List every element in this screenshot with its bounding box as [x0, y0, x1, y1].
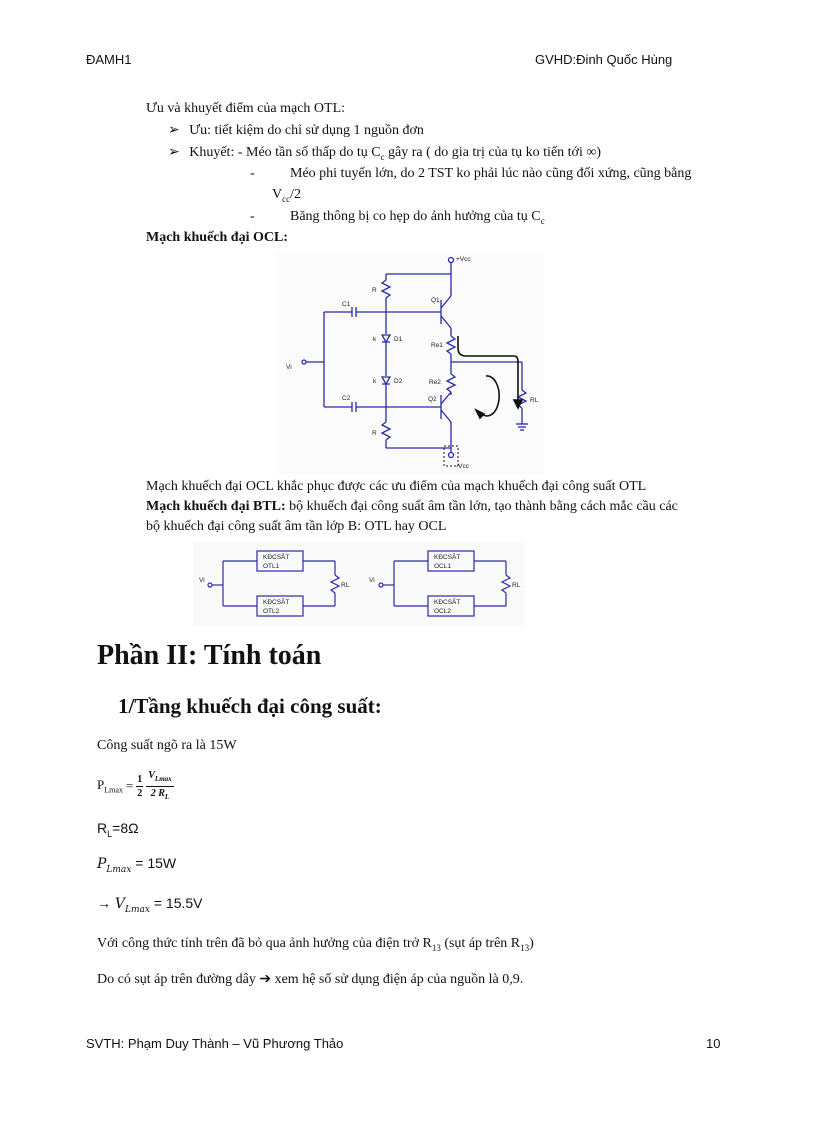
- label-d2: D2: [394, 378, 403, 385]
- label-q1: Q1: [431, 297, 440, 304]
- arrow-bullet-icon: ➢: [168, 145, 180, 160]
- header-left: ĐAMH1: [86, 52, 132, 67]
- dash-bullet: -: [250, 209, 255, 224]
- box-otl2-line2: OTL2: [263, 608, 280, 615]
- formula-equals: =: [125, 778, 134, 793]
- label-k1: k: [373, 336, 377, 343]
- arrow-right-icon: ➔: [259, 972, 272, 987]
- label-vcc-pos: +Vcc: [456, 256, 471, 263]
- btl-bridge-diagram: Vi RL Vi RL KĐCSÂT OTL1 KĐCSÂT OTL2 KĐCS…: [193, 542, 525, 626]
- box-otl1-line1: KĐCSÂT: [263, 552, 289, 561]
- formula-note: Với công thức tính trên đã bỏ qua ảnh hư…: [97, 936, 534, 953]
- fraction-v-over-r: VLmax 2 RL: [146, 769, 174, 801]
- ocl-circuit-diagram: +Vcc -Vcc Q1 Q2 C1 C2 R R D1 D2 k k Re1 …: [276, 252, 544, 474]
- fraction-half: 1 2: [136, 773, 144, 799]
- otl-sub1-line1: Méo phi tuyến lớn, do 2 TST ko phải lúc …: [290, 166, 692, 181]
- label-c1: C1: [342, 301, 351, 308]
- label-q2: Q2: [428, 396, 437, 403]
- box-ocl2-line2: OCL2: [434, 608, 451, 615]
- btl-desc-line1: bộ khuếch đại công suất âm tần lớn, tạo …: [285, 499, 678, 514]
- label-d1: D1: [394, 336, 403, 343]
- otl-sub2: Băng thông bị co hẹp do ảnh hưởng của tụ…: [290, 209, 545, 226]
- pl-value: PLmax = 15W: [97, 855, 177, 875]
- label-r-bottom: R: [372, 430, 377, 437]
- otl-pro-item: ➢ Ưu: tiết kiệm do chỉ sử dụng 1 nguồn đ…: [168, 122, 424, 139]
- ocl-title: Mạch khuếch đại OCL:: [146, 230, 288, 245]
- rl-value: RL=8Ω: [97, 820, 139, 839]
- label-re2: Re2: [429, 379, 441, 386]
- formula-lhs: PLmax: [97, 777, 123, 795]
- otl-con-item: ➢ Khuyết: - Méo tần số thấp do tụ Cc gây…: [168, 144, 601, 162]
- box-otl1-line2: OTL1: [263, 563, 280, 570]
- current-path-arrow: [457, 336, 524, 420]
- otl-sub1-line2: Vcc/2: [272, 187, 302, 204]
- arrow-right-icon: →: [97, 895, 115, 911]
- box-ocl1-line2: OCL1: [434, 563, 451, 570]
- output-power-text: Công suất ngõ ra là 15W: [97, 738, 237, 753]
- otl-con-text: Khuyết: - Méo tần số thấp do tụ Cc gây r…: [189, 145, 601, 162]
- btl-title: Mạch khuếch đại BTL:: [146, 499, 286, 514]
- voltage-drop-note: Do có sụt áp trên đường dây ➔ xem hệ số …: [97, 972, 524, 987]
- ocl-description: Mạch khuếch đại OCL khắc phục được các ư…: [146, 479, 647, 494]
- section-title: Phần II: Tính toán: [97, 640, 322, 671]
- dash-bullet: -: [250, 166, 255, 181]
- subsection-title: 1/Tầng khuếch đại công suất:: [118, 694, 382, 718]
- label-k2: k: [373, 378, 377, 385]
- header-right: GVHD:Đinh Quốc Hùng: [535, 52, 673, 67]
- label-vi: Vi: [286, 364, 292, 371]
- power-formula: PLmax = 1 2 VLmax 2 RL: [97, 768, 174, 804]
- circuit-wires: [301, 256, 528, 459]
- neg-terminal-box: [443, 445, 459, 467]
- box-ocl2-line1: KĐCSÂT: [434, 597, 460, 606]
- footer-left: SVTH: Phạm Duy Thành – Vũ Phương Thảo: [86, 1036, 344, 1051]
- btl-desc-line2: bộ khuếch đại công suất âm tần lớp B: OT…: [146, 519, 447, 534]
- label-re1: Re1: [431, 342, 443, 349]
- btl-rl-left: RL: [341, 582, 350, 589]
- btl-vi-right: Vi: [369, 577, 375, 584]
- label-c2: C2: [342, 395, 351, 402]
- btl-wires: [207, 550, 512, 617]
- label-rl: RL: [530, 397, 539, 404]
- arrow-bullet-icon: ➢: [168, 123, 180, 138]
- btl-paragraph: Mạch khuếch đại BTL: bộ khuếch đại công …: [146, 499, 726, 515]
- box-otl2-line1: KĐCSÂT: [263, 597, 289, 606]
- diagram-background: [193, 542, 525, 626]
- label-vcc-neg: -Vcc: [456, 463, 470, 470]
- otl-pro-text: Ưu: tiết kiệm do chỉ sử dụng 1 nguồn đơn: [189, 123, 424, 138]
- otl-intro: Ưu và khuyết điểm của mạch OTL:: [146, 101, 346, 116]
- btl-vi-left: Vi: [199, 577, 205, 584]
- box-ocl1-line1: KĐCSÂT: [434, 552, 460, 561]
- page-number: 10: [706, 1036, 721, 1051]
- btl-rl-right: RL: [512, 582, 521, 589]
- diagram-background: [276, 252, 544, 474]
- label-r-top: R: [372, 287, 377, 294]
- vl-value: → VLmax = 15.5V: [97, 895, 203, 915]
